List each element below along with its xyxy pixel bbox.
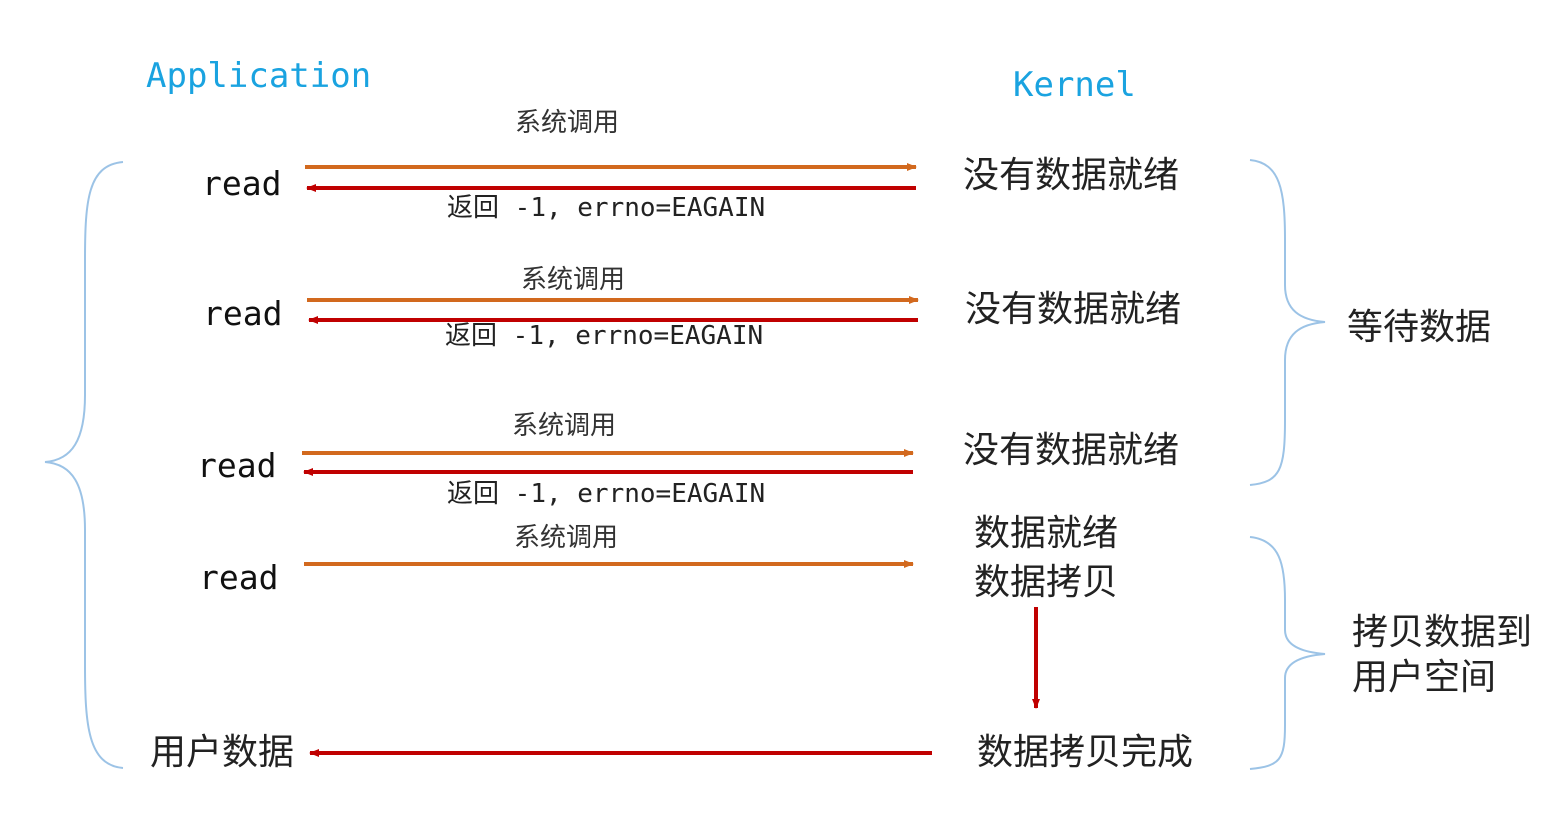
- read-call-3: read: [197, 446, 277, 485]
- return-label-2: 返回 -1, errno=EAGAIN: [445, 321, 764, 351]
- read-call-4: read: [199, 558, 279, 597]
- kernel-state-1: 没有数据就绪: [963, 155, 1180, 196]
- copy-phase-line2: 用户空间: [1352, 657, 1497, 698]
- syscall-label-3: 系统调用: [512, 411, 617, 441]
- kernel-header: Kernel: [1013, 65, 1136, 105]
- kernel-state-copy-done: 数据拷贝完成: [977, 732, 1194, 773]
- user-data-label: 用户数据: [150, 732, 295, 773]
- read-call-2: read: [203, 294, 283, 333]
- kernel-state-2: 没有数据就绪: [965, 289, 1182, 330]
- return-label-1: 返回 -1, errno=EAGAIN: [447, 193, 766, 223]
- wait-phase-brace: [1249, 159, 1326, 486]
- kernel-state-3: 没有数据就绪: [963, 430, 1180, 471]
- syscall-label-1: 系统调用: [515, 108, 620, 138]
- kernel-state-data-copy: 数据拷贝: [974, 562, 1119, 603]
- wait-phase-label: 等待数据: [1347, 307, 1492, 348]
- application-header: Application: [146, 56, 372, 96]
- copy-phase-line1: 拷贝数据到: [1352, 612, 1533, 653]
- return-label-3: 返回 -1, errno=EAGAIN: [447, 479, 766, 509]
- copy-phase-label: 拷贝数据到 用户空间: [1352, 610, 1532, 700]
- read-call-1: read: [202, 164, 282, 203]
- kernel-state-data-ready: 数据就绪: [974, 513, 1119, 554]
- left-brace: [44, 161, 124, 769]
- syscall-label-4: 系统调用: [514, 523, 619, 553]
- syscall-label-2: 系统调用: [521, 265, 626, 295]
- copy-phase-brace: [1249, 536, 1326, 770]
